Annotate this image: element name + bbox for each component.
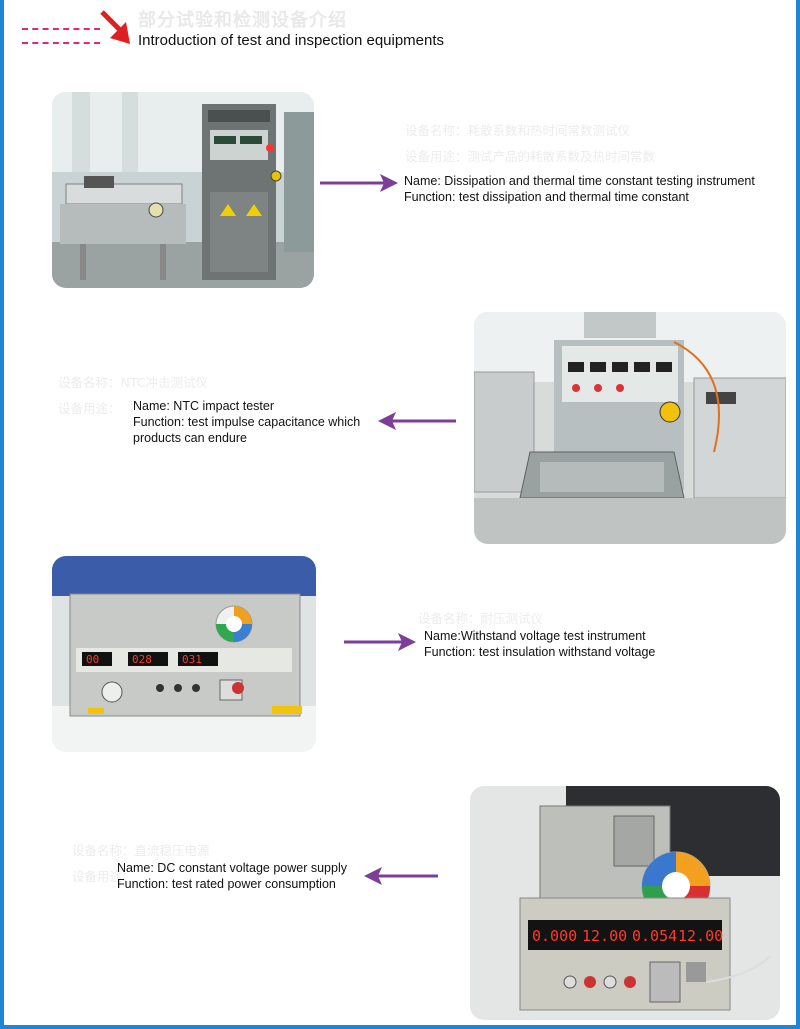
equipment-caption-4: Name: DC constant voltage power supply F… <box>117 860 347 892</box>
page-title: Introduction of test and inspection equi… <box>138 32 445 49</box>
pointer-arrow-icon <box>344 631 418 653</box>
ghost-text: 设备用途： <box>72 869 135 884</box>
equipment-name: Name: DC constant voltage power supply <box>117 861 347 875</box>
red-arrow-icon <box>96 8 140 48</box>
equipment-photo-withstand-voltage-tester: 00 028 031 <box>52 556 316 752</box>
frame-left-border <box>0 0 4 1029</box>
ghost-text: 设备名称：直流稳压电源 <box>72 843 210 858</box>
equipment-function: Function: test impulse capacitance which… <box>133 415 361 445</box>
equipment-function: Function: test dissipation and thermal t… <box>404 190 689 204</box>
equipment-photo-dc-power-supply: 0.000 12.00 0.054 12.00 <box>470 786 780 1020</box>
svg-text:12.00: 12.00 <box>678 927 723 945</box>
equipment-name: Name: Dissipation and thermal time const… <box>404 174 755 188</box>
equipment-function: Function: test insulation withstand volt… <box>424 645 656 659</box>
ghost-text: 设备用途： <box>58 401 121 416</box>
equipment-caption-2: Name: NTC impact tester Function: test i… <box>133 398 373 446</box>
equipment-caption-1: Name: Dissipation and thermal time const… <box>404 173 755 205</box>
equipment-photo-ntc-impact-tester <box>474 312 786 544</box>
pointer-arrow-icon <box>376 410 456 432</box>
pointer-arrow-icon <box>362 865 438 887</box>
equipment-caption-3: Name:Withstand voltage test instrument F… <box>424 628 655 660</box>
frame-right-border <box>796 0 800 1029</box>
svg-text:031: 031 <box>182 653 202 666</box>
frame-bottom-border <box>0 1025 800 1029</box>
pointer-arrow-icon <box>320 172 400 194</box>
equipment-photo-dissipation-tester <box>52 92 314 288</box>
svg-text:00: 00 <box>86 653 99 666</box>
svg-text:0.054: 0.054 <box>632 927 677 945</box>
ghost-text: 设备用途：测试产品的耗散系数及热时间常数 <box>405 149 656 164</box>
decorative-dash-line <box>22 28 100 30</box>
svg-text:12.00: 12.00 <box>582 927 627 945</box>
decorative-dash-line <box>22 42 100 44</box>
equipment-name: Name: NTC impact tester <box>133 399 275 413</box>
ghost-text: 设备名称：耗散系数和热时间常数测试仪 <box>405 123 631 138</box>
equipment-name: Name:Withstand voltage test instrument <box>424 629 646 643</box>
header: 部分试验和检测设备介绍 Introduction of test and ins… <box>0 0 800 60</box>
header-cn-watermark: 部分试验和检测设备介绍 <box>138 10 347 31</box>
equipment-function: Function: test rated power consumption <box>117 877 336 891</box>
svg-text:0.000: 0.000 <box>532 927 577 945</box>
ghost-text: 设备名称：耐压测试仪 <box>418 611 544 626</box>
svg-text:028: 028 <box>132 653 152 666</box>
ghost-text: 设备名称：NTC冲击测试仪 <box>58 375 208 390</box>
